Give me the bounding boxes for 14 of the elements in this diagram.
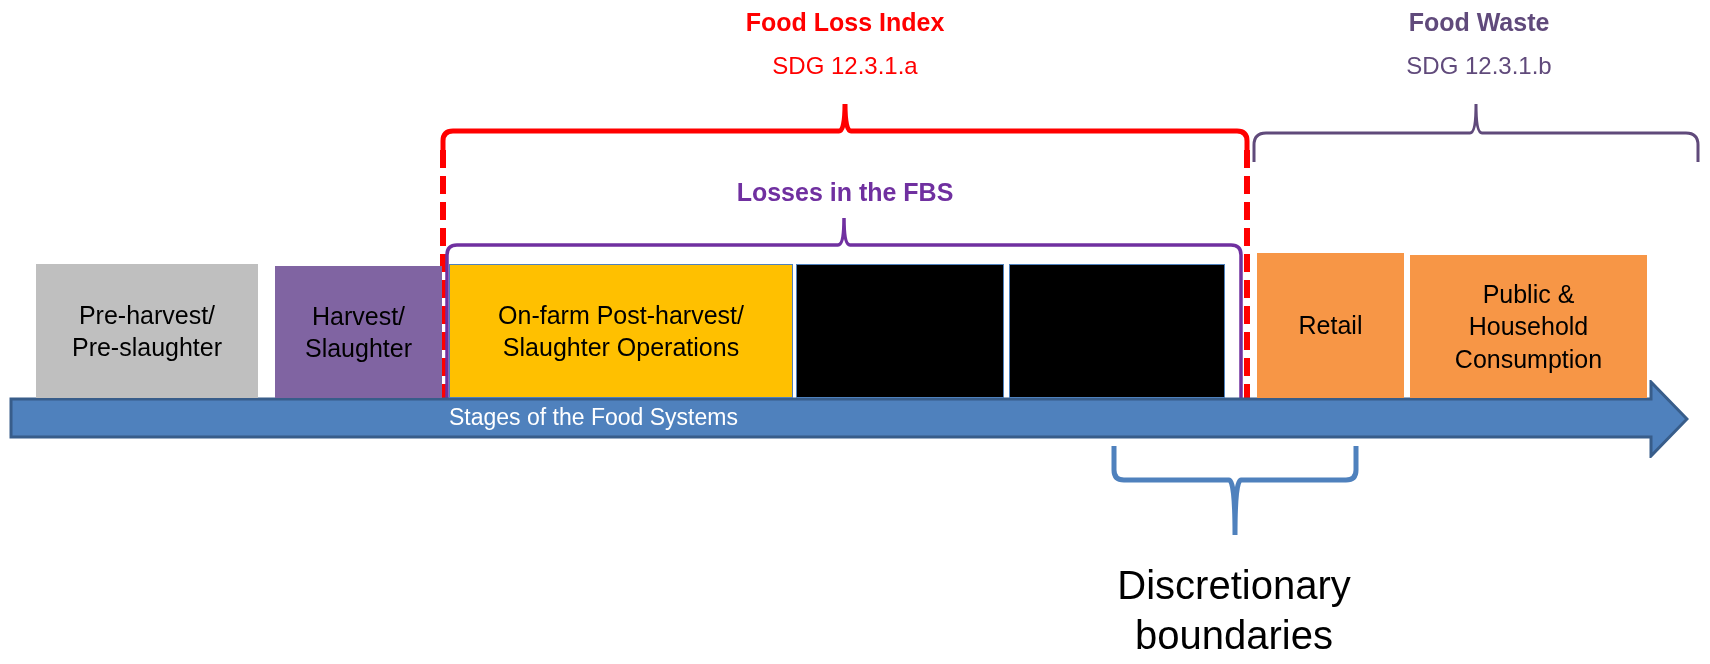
bracket-title: Losses in the FBS: [736, 177, 954, 208]
stage-box: Public & Household Consumption: [1410, 255, 1647, 398]
bracket-title: Discretionary boundaries: [1116, 562, 1352, 659]
stage-box: Pre-harvest/ Pre-slaughter: [36, 264, 258, 398]
stage-box: Harvest/ Slaughter: [275, 266, 442, 398]
indicator-code: SDG 12.3.1.a: [772, 51, 918, 81]
stage-box: [1009, 264, 1225, 398]
indicator-code: SDG 12.3.1.b: [1406, 51, 1552, 81]
stage-arrow: Stages of the Food Systems: [9, 380, 1689, 458]
stage-box: [796, 264, 1004, 398]
bracket-title: Food Loss Index: [745, 7, 945, 38]
stage-box: Retail: [1257, 253, 1404, 398]
bracket-title: Food Waste: [1408, 7, 1550, 38]
stage-box: On-farm Post-harvest/ Slaughter Operations: [449, 264, 793, 398]
